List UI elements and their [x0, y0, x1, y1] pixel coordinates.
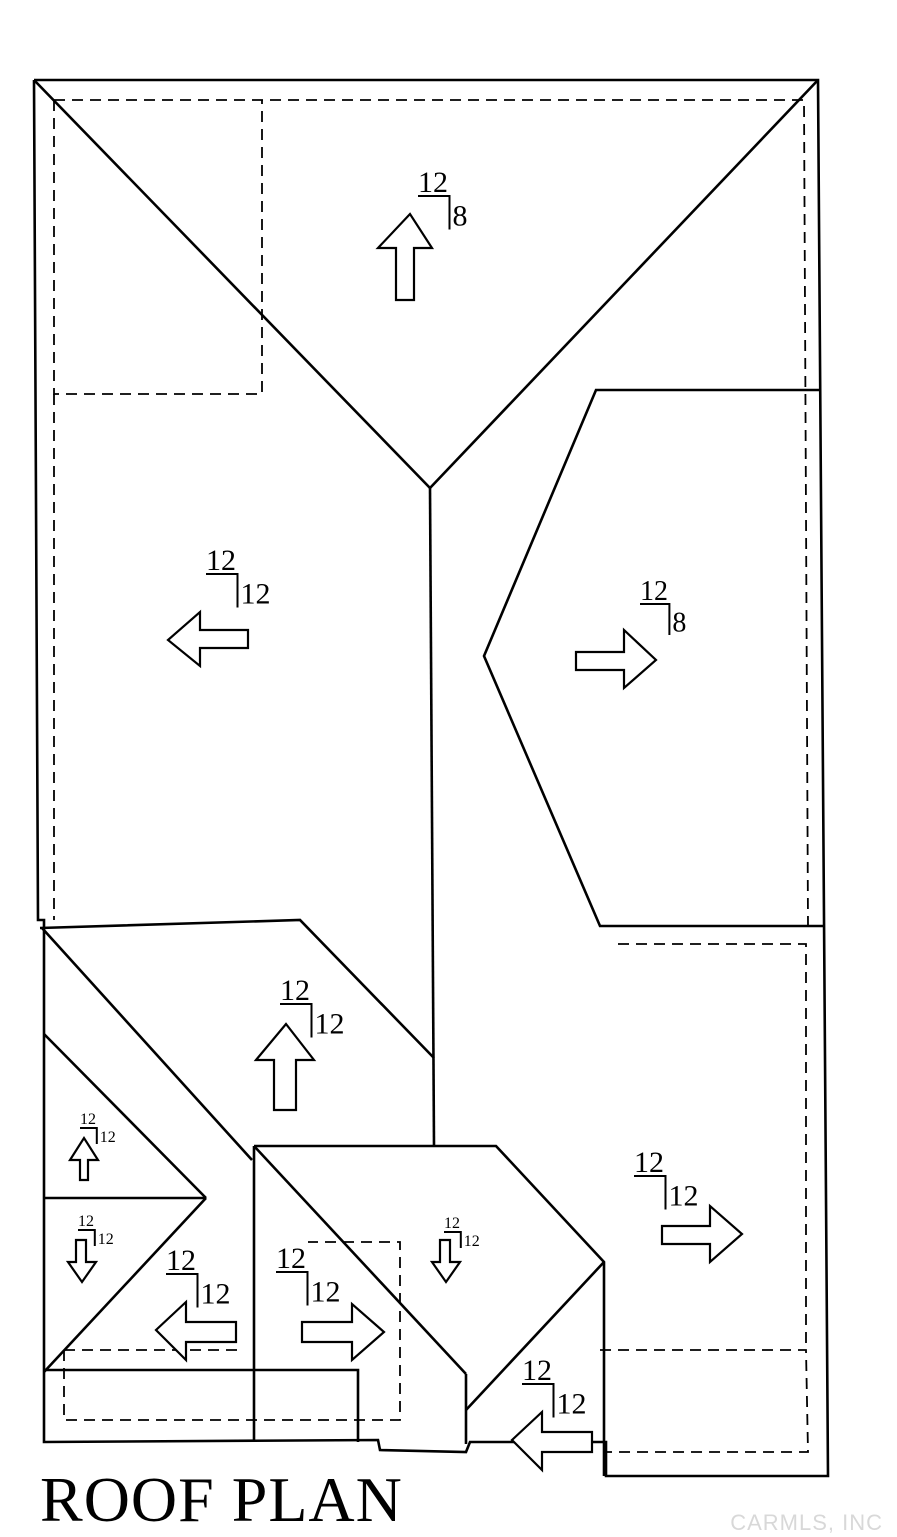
pitch-symbol [522, 1383, 555, 1418]
arrow-up-top [375, 212, 435, 302]
pitch-run-label: 12 [522, 1354, 552, 1387]
arrow-left-bottom [510, 1409, 594, 1473]
pitch-run-label: 12 [418, 166, 448, 199]
arrow-left-main [166, 609, 250, 669]
pitch-marker-right-front-gable: 128 [640, 576, 686, 638]
pitch-run-label: 12 [634, 1146, 664, 1179]
arrow-right-gable [574, 627, 658, 691]
pitch-symbol [444, 1231, 462, 1248]
arrow-down-small [65, 1238, 99, 1284]
pitch-rise-label: 12 [669, 1180, 699, 1213]
pitch-symbol [418, 195, 451, 230]
pitch-symbol [280, 1003, 313, 1038]
pitch-symbol [166, 1273, 199, 1308]
pitch-run-label: 12 [280, 974, 310, 1007]
pitch-run-label: 12 [640, 576, 668, 607]
pitch-symbol [640, 603, 671, 635]
pitch-rise-label: 12 [311, 1276, 341, 1309]
pitch-run-label: 12 [444, 1215, 460, 1232]
arrow-up-center [253, 1022, 317, 1112]
pitch-marker-top-main: 128 [418, 166, 468, 233]
pitch-rise-label: 12 [201, 1278, 231, 1311]
pitch-run-label: 12 [166, 1244, 196, 1277]
pitch-rise-label: 8 [453, 200, 468, 233]
pitch-symbol [276, 1271, 309, 1306]
page-title: ROOF PLAN [40, 1464, 403, 1535]
pitch-rise-label: 8 [672, 607, 686, 638]
arrow-up-small [67, 1135, 101, 1182]
pitch-rise-label: 12 [100, 1129, 116, 1146]
pitch-run-label: 12 [206, 544, 236, 577]
wall-lines [53, 99, 809, 1453]
pitch-run-label: 12 [80, 1111, 96, 1128]
slope-arrows [65, 212, 744, 1473]
pitch-rise-label: 12 [315, 1008, 345, 1041]
pitch-run-label: 12 [78, 1213, 94, 1230]
pitch-rise-label: 12 [464, 1233, 480, 1250]
pitch-symbol [78, 1229, 96, 1246]
pitch-rise-label: 12 [98, 1231, 114, 1248]
pitch-symbol [80, 1127, 98, 1144]
arrow-down-porch [429, 1238, 463, 1284]
arrow-right-lower [660, 1203, 744, 1265]
arrow-left-porch [154, 1299, 238, 1363]
pitch-run-label: 12 [276, 1242, 306, 1275]
pitch-rise-label: 12 [557, 1388, 587, 1421]
pitch-symbol [206, 573, 239, 608]
pitch-rise-label: 12 [241, 578, 271, 611]
roof-outline [32, 78, 830, 1478]
arrow-right-porch [300, 1301, 386, 1363]
pitch-symbol [634, 1175, 667, 1210]
watermark-text: CARMLS, INC [730, 1510, 883, 1535]
